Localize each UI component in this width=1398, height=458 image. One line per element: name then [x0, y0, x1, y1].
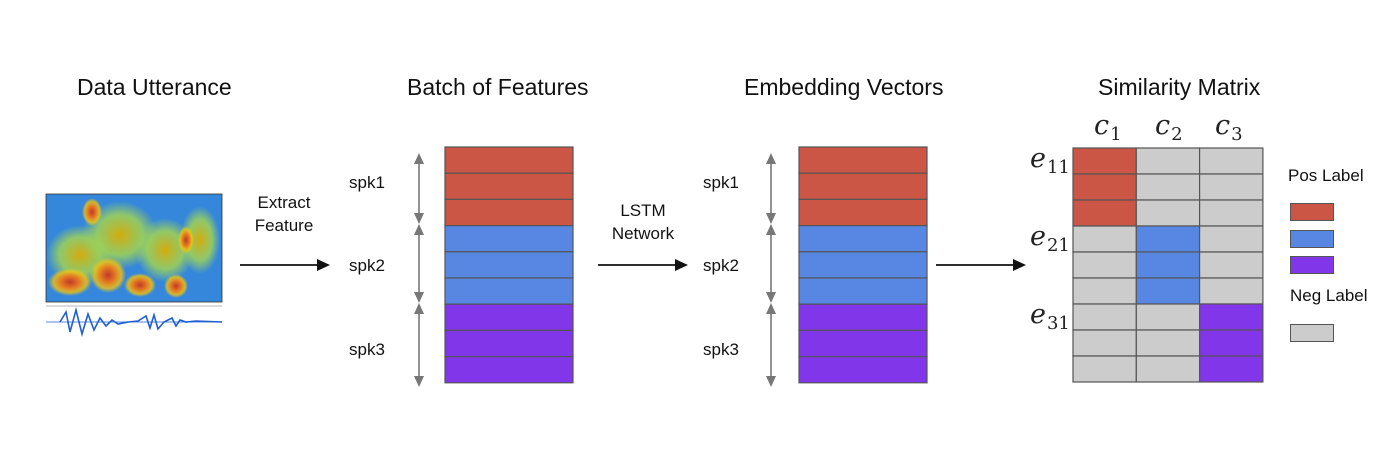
matrix-row-header-1: e11 — [1030, 143, 1070, 178]
matrix-cell-r4-c1 — [1072, 225, 1137, 253]
matrix-cell-r3-c2 — [1135, 199, 1201, 227]
embedding-speaker-label-3: spk3 — [703, 340, 739, 359]
matrix-cell-r7-c1 — [1072, 303, 1137, 331]
matrix-cell-r5-c1 — [1072, 251, 1137, 279]
matrix-cell-r3-c1 — [1072, 199, 1137, 227]
embedding-span-arrow-2-head-down — [766, 292, 776, 303]
stage-title-utterance: Data Utterance — [77, 74, 232, 100]
legend-pos-label: Pos Label — [1288, 166, 1364, 185]
batch-feature-row-4 — [444, 225, 574, 253]
batch-feature-row-2 — [444, 172, 574, 200]
embedding-speaker-label-2: spk2 — [703, 256, 739, 275]
matrix-cell-r6-c3 — [1198, 277, 1264, 305]
stage-title-batch: Batch of Features — [407, 74, 589, 100]
batch-span-arrow-3-head-down — [414, 376, 424, 387]
legend-swatch-purple — [1290, 256, 1334, 274]
batch-span-arrow-2-head-down — [414, 292, 424, 303]
lstm-label-line2: Network — [611, 224, 675, 243]
legend-swatch-red — [1290, 203, 1334, 221]
embedding-span-arrow-3-head-up — [766, 303, 776, 314]
batch-span-arrow-3-head-up — [414, 303, 424, 314]
matrix-cell-r1-c2 — [1135, 147, 1201, 175]
stage-title-similarity: Similarity Matrix — [1098, 74, 1261, 100]
batch-span-arrow-2-head-up — [414, 224, 424, 235]
lstm-label-line1: LSTM — [620, 201, 666, 220]
matrix-cell-r1-c1 — [1072, 147, 1137, 175]
matrix-column-header-3: c3 — [1215, 110, 1243, 145]
embedding-span-arrow-2-head-up — [766, 224, 776, 235]
arrow-similarity-head — [1013, 259, 1026, 271]
batch-feature-row-5 — [444, 251, 574, 279]
matrix-cell-r4-c2 — [1135, 225, 1201, 253]
matrix-cell-r9-c1 — [1072, 355, 1137, 383]
matrix-row-header-3: e31 — [1030, 299, 1070, 334]
matrix-cell-r6-c2 — [1135, 277, 1201, 305]
stage-title-embedding: Embedding Vectors — [744, 74, 944, 100]
embedding-span-arrow-3-head-down — [766, 376, 776, 387]
matrix-cell-r8-c2 — [1135, 329, 1201, 357]
embedding-span-arrow-1-head-down — [766, 213, 776, 224]
embedding-vector-row-7 — [798, 303, 928, 332]
matrix-cell-r8-c3 — [1198, 329, 1264, 357]
batch-feature-row-9 — [444, 356, 574, 384]
embedding-vector-row-4 — [798, 225, 928, 253]
matrix-cell-r1-c3 — [1198, 147, 1264, 175]
legend-neg-label: Neg Label — [1290, 286, 1368, 305]
matrix-cell-r2-c1 — [1072, 173, 1137, 201]
batch-feature-stack — [444, 146, 574, 384]
lstm-network-label: LSTM Network — [593, 199, 693, 245]
batch-feature-row-1 — [444, 146, 574, 174]
matrix-cell-r2-c2 — [1135, 173, 1201, 201]
embedding-vector-row-3 — [798, 198, 928, 227]
embedding-vector-stack — [798, 146, 928, 384]
matrix-cell-r7-c2 — [1135, 303, 1201, 331]
embedding-vector-row-8 — [798, 329, 928, 358]
matrix-cell-r2-c3 — [1198, 173, 1264, 201]
embedding-vector-row-1 — [798, 146, 928, 174]
embedding-span-arrow-1-head-up — [766, 153, 776, 164]
matrix-column-header-1: c1 — [1094, 110, 1122, 145]
matrix-column-header-2: c2 — [1155, 110, 1183, 145]
matrix-cell-r3-c3 — [1198, 199, 1264, 227]
similarity-matrix-grid — [1072, 147, 1264, 383]
batch-speaker-label-1: spk1 — [349, 173, 385, 192]
batch-feature-row-8 — [444, 329, 574, 358]
embedding-speaker-label-1: spk1 — [703, 173, 739, 192]
batch-speaker-label-3: spk3 — [349, 340, 385, 359]
extract-label-line1: Extract — [257, 193, 311, 212]
arrow-lstm-head — [675, 259, 688, 271]
spectrogram-image — [45, 193, 223, 338]
matrix-cell-r7-c3 — [1198, 303, 1264, 331]
embedding-vector-row-9 — [798, 356, 928, 384]
batch-feature-row-7 — [444, 303, 574, 332]
embedding-vector-row-5 — [798, 251, 928, 279]
matrix-cell-r5-c3 — [1198, 251, 1264, 279]
extract-label-line2: Feature — [254, 216, 314, 235]
matrix-cell-r4-c3 — [1198, 225, 1264, 253]
legend-swatch-gray — [1290, 324, 1334, 342]
matrix-cell-r6-c1 — [1072, 277, 1137, 305]
batch-span-arrow-1-head-down — [414, 213, 424, 224]
matrix-cell-r8-c1 — [1072, 329, 1137, 357]
batch-span-arrow-1-head-up — [414, 153, 424, 164]
batch-feature-row-3 — [444, 198, 574, 227]
matrix-cell-r9-c3 — [1198, 355, 1264, 383]
batch-speaker-label-2: spk2 — [349, 256, 385, 275]
matrix-row-header-2: e21 — [1030, 221, 1070, 256]
arrow-extract-head — [317, 259, 330, 271]
batch-feature-row-6 — [444, 277, 574, 305]
legend-swatch-blue — [1290, 230, 1334, 248]
extract-feature-label: Extract Feature — [234, 191, 334, 237]
matrix-cell-r5-c2 — [1135, 251, 1201, 279]
matrix-cell-r9-c2 — [1135, 355, 1201, 383]
embedding-vector-row-2 — [798, 172, 928, 200]
embedding-vector-row-6 — [798, 277, 928, 305]
